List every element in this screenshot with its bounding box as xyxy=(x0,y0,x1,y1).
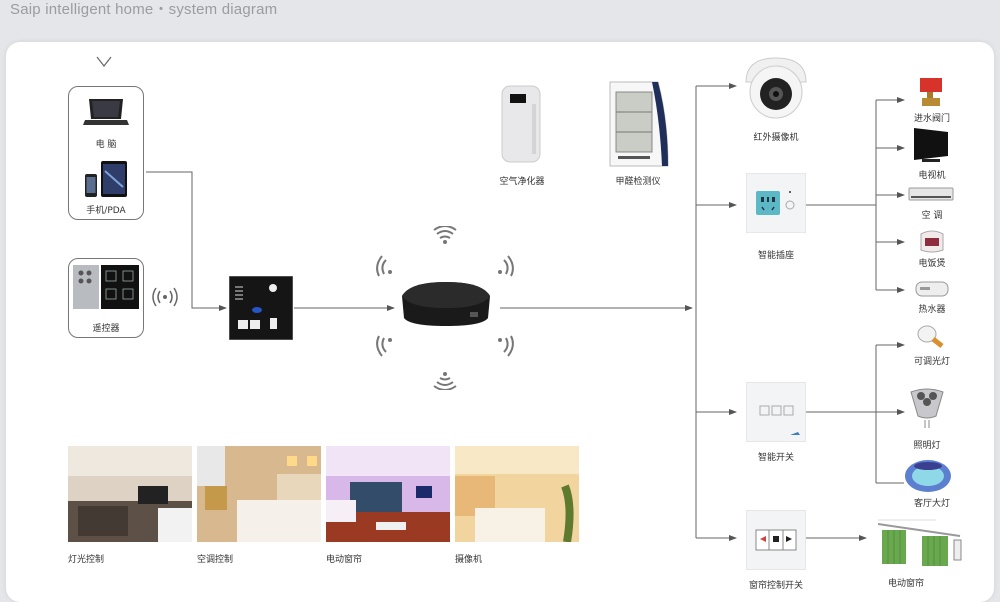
scene-label-lighting: 灯光控制 xyxy=(68,555,105,565)
ir-camera-label: 红外摄像机 xyxy=(753,133,799,143)
rice-cooker-icon xyxy=(920,230,944,253)
scene-photo-curtain xyxy=(326,446,450,542)
electric-curtain-icon xyxy=(877,519,962,566)
chevron-down-icon[interactable] xyxy=(96,56,112,68)
gateway-panel-icon[interactable] xyxy=(229,276,293,340)
scene-label-camera: 摄像机 xyxy=(455,555,483,565)
page-title: Saip intelligent home・system diagram xyxy=(10,1,278,18)
laptop-icon xyxy=(83,99,129,125)
ir-camera-icon[interactable] xyxy=(742,54,810,122)
remote-group: 遥控器 xyxy=(68,258,144,338)
scene-photo-lighting xyxy=(68,446,192,542)
line-devices-to-gateway xyxy=(146,171,227,311)
computer-label: 电 脑 xyxy=(95,140,117,150)
phone-label: 手机/PDA xyxy=(86,206,126,216)
phone-tablet-icon xyxy=(85,161,127,197)
air-conditioner-label: 空 调 xyxy=(921,211,943,221)
wireless-signal-icon xyxy=(152,287,178,307)
dimmable-bulb-icon xyxy=(917,325,944,348)
air-conditioner-icon xyxy=(908,187,954,201)
spotlight-icon xyxy=(910,388,944,428)
remote-control-icon xyxy=(73,265,139,309)
curtain-control-switch-icon[interactable] xyxy=(746,510,806,570)
dimmable-light-label: 可调光灯 xyxy=(913,357,951,367)
remote-label: 遥控器 xyxy=(92,324,120,334)
smart-socket-label: 智能插座 xyxy=(757,251,795,261)
rice-cooker-label: 电饭煲 xyxy=(918,259,946,269)
tv-label: 电视机 xyxy=(918,171,946,181)
water-valve-icon xyxy=(920,78,942,106)
scene-label-ac: 空调控制 xyxy=(197,555,234,565)
scene-photo-camera xyxy=(455,446,579,542)
formaldehyde-detector-label: 甲醛检测仪 xyxy=(615,177,661,187)
smart-switch-icon[interactable] xyxy=(746,382,806,442)
lighting-label: 照明灯 xyxy=(913,441,941,451)
curtain-control-switch-label: 窗帘控制开关 xyxy=(748,581,804,591)
chandelier-icon xyxy=(905,460,951,492)
air-purifier-label: 空气净化器 xyxy=(499,177,545,187)
scene-photo-ac xyxy=(197,446,321,542)
water-valve-label: 进水阀门 xyxy=(913,114,951,124)
water-heater-label: 热水器 xyxy=(918,305,946,315)
formaldehyde-detector-icon xyxy=(609,81,669,167)
air-purifier-icon xyxy=(501,85,541,163)
wireless-hub[interactable] xyxy=(370,226,520,390)
user-devices-group: 电 脑 手机/PDA xyxy=(68,86,144,220)
electric-curtain-label: 电动窗帘 xyxy=(887,579,925,589)
smart-socket-icon[interactable] xyxy=(746,173,806,233)
tv-icon xyxy=(914,128,948,162)
water-heater-icon xyxy=(915,281,949,297)
scene-label-curtain: 电动窗帘 xyxy=(326,555,363,565)
smart-switch-label: 智能开关 xyxy=(757,453,795,463)
living-room-light-label: 客厅大灯 xyxy=(913,499,951,509)
